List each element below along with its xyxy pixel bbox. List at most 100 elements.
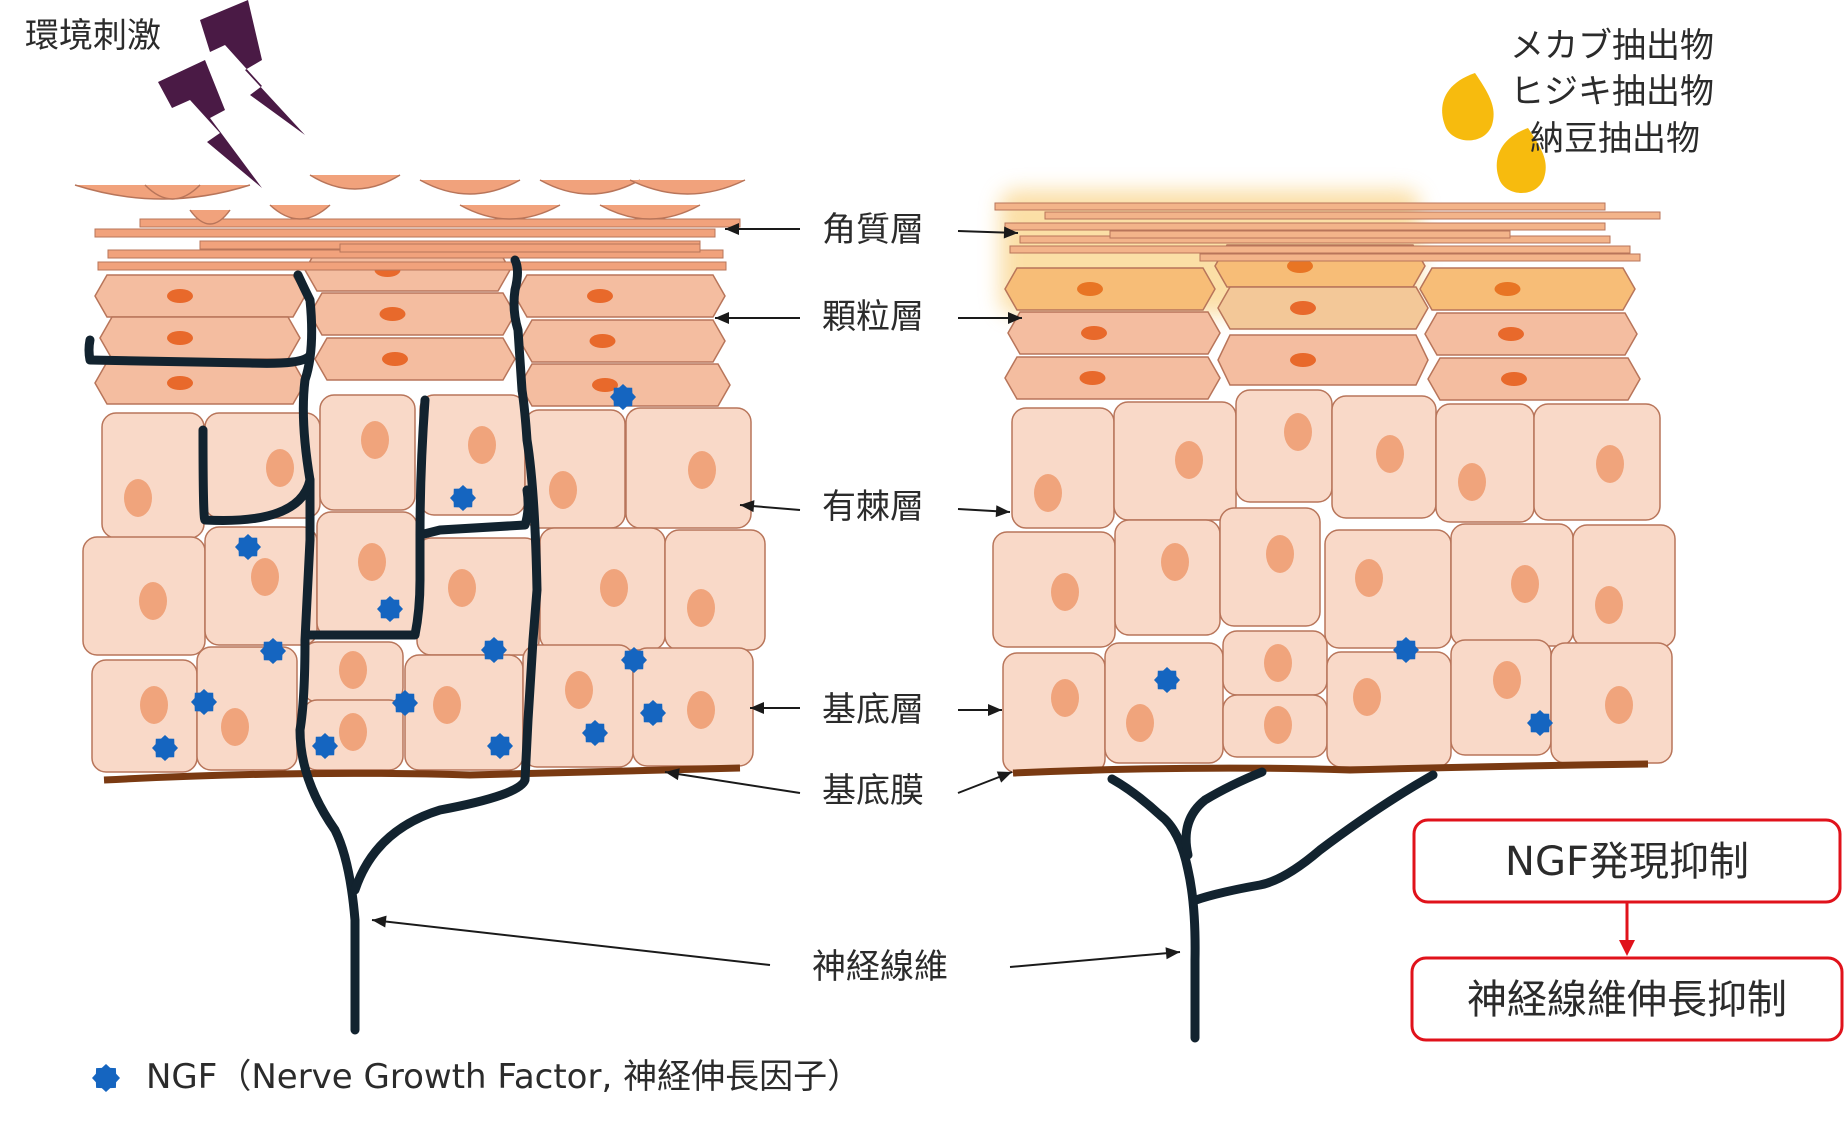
granular-nucleus xyxy=(1501,372,1527,386)
cell-nucleus xyxy=(1355,559,1383,597)
cell-nucleus xyxy=(433,686,461,724)
desquamating-flake xyxy=(144,184,201,200)
legend-ngf-text: NGF（Nerve Growth Factor, 神経伸長因子） xyxy=(146,1057,861,1097)
cell-body xyxy=(1572,524,1676,648)
cell-body xyxy=(524,409,626,529)
corneum-sheet xyxy=(97,261,727,271)
cell-body xyxy=(1113,401,1237,521)
skin-cell xyxy=(664,529,766,651)
skin-cell xyxy=(82,536,206,656)
cell-nucleus xyxy=(1284,413,1312,451)
corneum-sheet xyxy=(1044,211,1661,220)
pointer-arrowhead xyxy=(996,771,1012,783)
cell-nucleus xyxy=(251,558,279,596)
desquamating-flake xyxy=(629,179,746,195)
cell-nucleus xyxy=(687,691,715,729)
label-stratum-basale: 基底層 xyxy=(822,690,924,730)
ngf-dot xyxy=(1393,637,1419,663)
right-nerve-fibers xyxy=(1107,767,1438,1043)
cell-nucleus xyxy=(1161,543,1189,581)
granular-cell-body xyxy=(94,274,306,318)
granular-nucleus xyxy=(1079,371,1106,385)
skin-cell xyxy=(302,699,404,771)
granular-cell-body xyxy=(519,319,726,363)
skin-cell xyxy=(1450,523,1574,647)
desquamating-flake xyxy=(599,204,701,220)
left-nerve-fibers xyxy=(84,255,542,1035)
skin-cell xyxy=(302,641,404,703)
corneum-sheet xyxy=(994,202,1606,211)
cell-nucleus xyxy=(688,451,716,489)
cell-nucleus xyxy=(266,449,294,487)
granular-nucleus xyxy=(589,334,616,348)
cell-body xyxy=(1450,639,1552,756)
cell-body xyxy=(1104,642,1224,764)
desquamating-flake xyxy=(539,179,641,195)
extract-label-mekabu: メカブ抽出物 xyxy=(1510,26,1714,66)
pointer-arrowhead xyxy=(725,223,739,235)
cell-nucleus xyxy=(1493,661,1521,699)
corneum-sheet xyxy=(339,243,701,253)
granular-cell xyxy=(519,319,726,363)
corneum-sheet xyxy=(94,228,716,238)
skin-cell xyxy=(1011,407,1115,529)
granular-nucleus xyxy=(1081,326,1107,340)
cell-nucleus xyxy=(600,569,628,607)
granular-cell-body xyxy=(94,361,306,405)
skin-cell xyxy=(1326,651,1452,768)
cell-nucleus xyxy=(361,421,389,459)
legend: NGF（Nerve Growth Factor, 神経伸長因子） xyxy=(92,1057,861,1097)
granular-cell-body xyxy=(1217,286,1429,330)
cell-body xyxy=(1002,652,1106,774)
cell-nucleus xyxy=(124,479,152,517)
desquamating-flake xyxy=(419,179,521,195)
ngf-dot xyxy=(152,735,178,761)
skin-cell xyxy=(992,531,1116,648)
cell-nucleus xyxy=(468,426,496,464)
granular-nucleus xyxy=(587,289,613,303)
skin-cell xyxy=(196,646,298,771)
skin-cell xyxy=(632,647,754,767)
granular-cell xyxy=(1424,312,1638,356)
granular-cell xyxy=(1004,356,1221,400)
left-basement-membrane xyxy=(103,764,741,784)
granular-nucleus xyxy=(167,376,193,390)
right-skin-section: メカブ抽出物 ヒジキ抽出物 納豆抽出物 xyxy=(992,26,1714,1043)
cell-body xyxy=(1235,389,1333,503)
cell-nucleus xyxy=(1034,474,1062,512)
ngf-dot xyxy=(487,733,513,759)
right-spinous-basal-cells xyxy=(992,389,1676,774)
ngf-dot xyxy=(260,638,286,664)
cell-nucleus xyxy=(687,589,715,627)
cell-nucleus xyxy=(358,543,386,581)
outcome-arrowhead xyxy=(1619,940,1635,956)
pointer-arrowhead xyxy=(750,702,764,714)
skin-cell xyxy=(1235,389,1333,503)
granular-cell xyxy=(1007,311,1221,355)
granular-nucleus xyxy=(382,352,408,366)
granular-nucleus xyxy=(1290,301,1316,315)
desquamating-flake xyxy=(459,204,561,220)
skin-cell xyxy=(204,412,321,519)
cell-nucleus xyxy=(339,713,367,751)
ngf-dot xyxy=(621,647,647,673)
ngf-dot xyxy=(92,1064,120,1092)
ngf-dot xyxy=(450,485,476,511)
ngf-dot xyxy=(235,534,261,560)
skin-cell xyxy=(1104,642,1224,764)
granular-nucleus xyxy=(1498,327,1524,341)
ngf-dot xyxy=(640,700,666,726)
skin-cell xyxy=(1450,639,1552,756)
skin-cell xyxy=(1572,524,1676,648)
cell-nucleus xyxy=(1266,535,1294,573)
granular-nucleus xyxy=(379,307,406,321)
granular-cell-body xyxy=(314,337,516,381)
skin-cell xyxy=(1113,401,1237,521)
granular-nucleus xyxy=(592,378,618,392)
skin-cell xyxy=(101,412,205,539)
left-stratum-corneum xyxy=(74,174,746,271)
pointer-arrowhead xyxy=(665,768,680,781)
ngf-dot xyxy=(610,384,636,410)
stimulus-label: 環境刺激 xyxy=(25,16,161,56)
cell-nucleus xyxy=(1511,565,1539,603)
